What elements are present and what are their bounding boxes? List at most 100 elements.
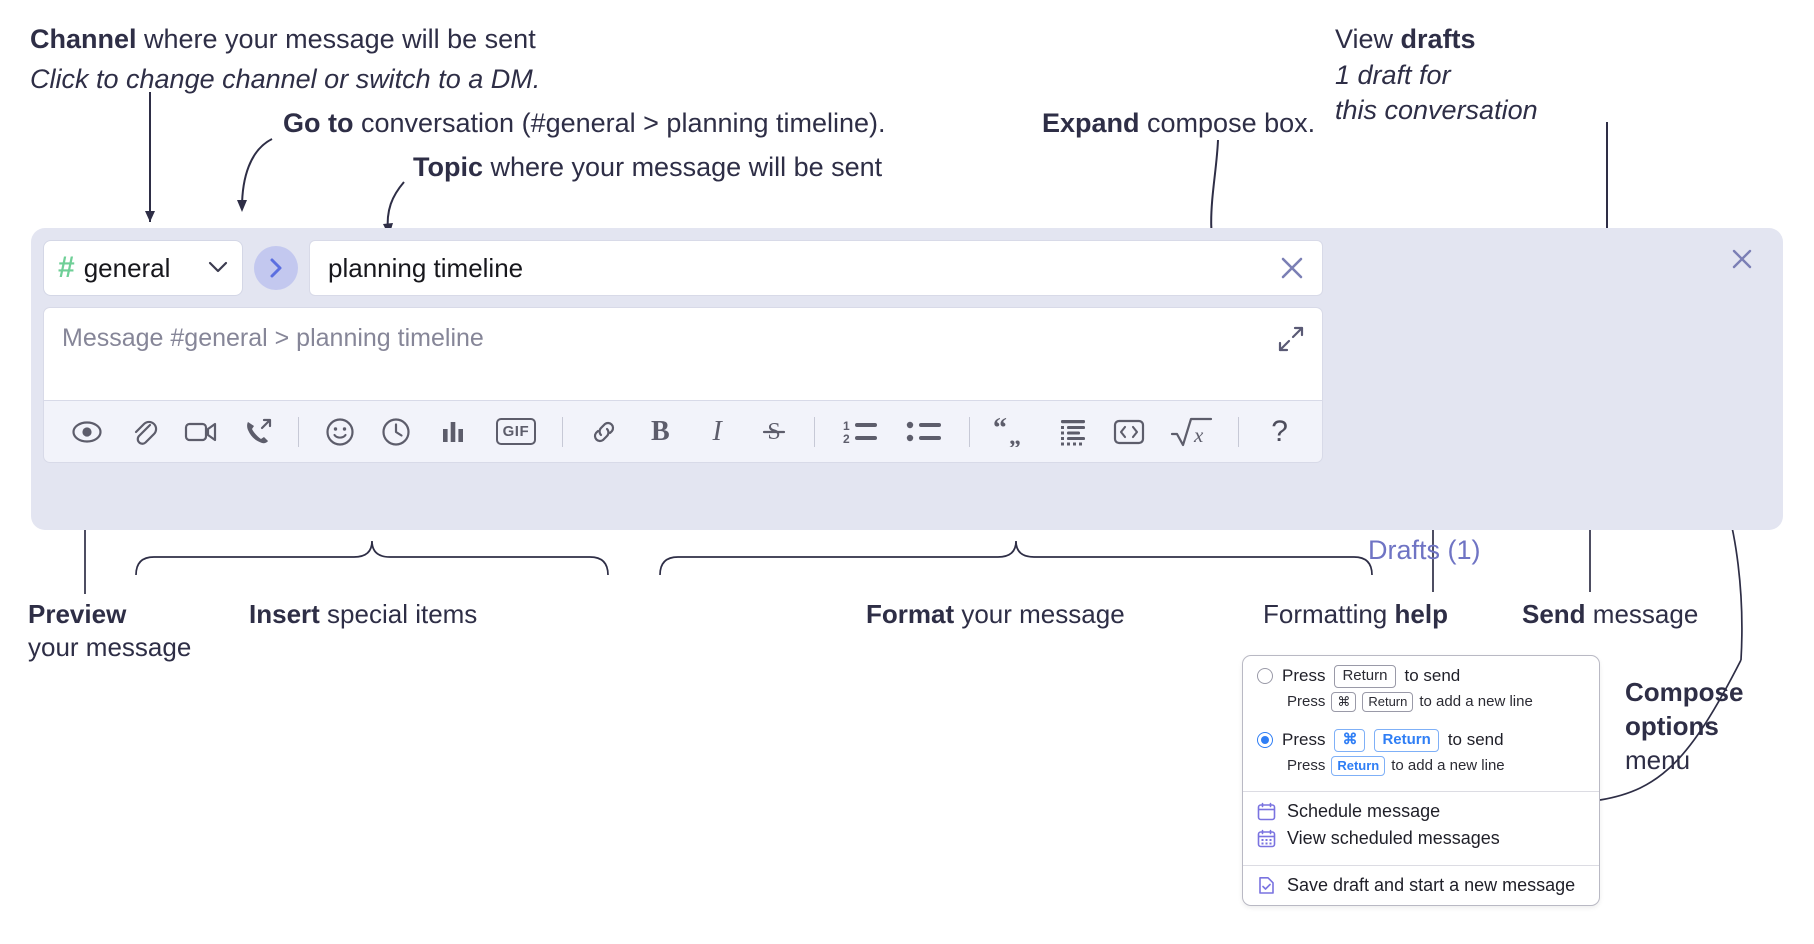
expand-diagonal-icon <box>1278 326 1304 352</box>
annotation-channel-bold: Channel <box>30 24 137 54</box>
compose-panel: # general planning timeline <box>31 228 1783 718</box>
channel-selector[interactable]: # general <box>43 240 243 296</box>
annotation-insert-bold: Insert <box>249 599 320 629</box>
option-cmd-suffix: to send <box>1447 730 1504 750</box>
blockquote-icon[interactable]: “„ <box>988 410 1037 454</box>
annotation-drafts-italic1: 1 draft for <box>1335 59 1451 90</box>
italic-icon[interactable]: I <box>712 415 722 447</box>
close-x-icon <box>1281 257 1303 279</box>
annotation-goto-bold: Go to <box>283 108 354 138</box>
attachment-icon[interactable] <box>123 410 166 454</box>
close-icon[interactable] <box>1725 244 1759 278</box>
annotation-topic-rest: where your message will be sent <box>483 152 883 182</box>
annotation-format-bold: Format <box>866 599 955 629</box>
annotation-expand-rest: compose box. <box>1139 108 1316 138</box>
key-return: Return <box>1334 665 1396 688</box>
key-return-sub: Return <box>1331 755 1386 776</box>
calendar-grid-icon <box>1257 829 1276 848</box>
topic-input[interactable]: planning timeline <box>309 240 1323 296</box>
option-cmd-press: Press <box>1282 730 1326 750</box>
close-x-icon <box>1732 249 1752 269</box>
preview-icon[interactable] <box>66 410 109 454</box>
expand-compose-button[interactable] <box>1274 322 1308 356</box>
channel-name: general <box>83 252 171 283</box>
annotation-help-bold: help <box>1394 599 1448 629</box>
annotation-insert: Insert special items <box>249 598 669 631</box>
option-return-to-send[interactable]: Press Return to send <box>1243 656 1599 690</box>
calendar-clock-icon <box>1257 802 1276 821</box>
topic-value: planning timeline <box>328 252 524 283</box>
poll-icon[interactable] <box>432 410 475 454</box>
menu-divider <box>1243 791 1599 792</box>
menu-item-save-draft[interactable]: Save draft and start a new message <box>1243 866 1599 905</box>
emoji-icon[interactable] <box>318 410 361 454</box>
strikethrough-icon[interactable]: S <box>753 410 796 454</box>
annotation-compose-bold2: options <box>1625 710 1719 741</box>
key-return: Return <box>1374 729 1439 752</box>
annotation-format: Format your message <box>866 598 1286 631</box>
annotation-preview-bold: Preview <box>28 599 127 629</box>
help-question-mark: ? <box>1271 414 1288 448</box>
divider-3 <box>814 416 816 447</box>
radio-return[interactable] <box>1257 668 1273 685</box>
key-command: ⌘ <box>1334 729 1366 752</box>
video-icon[interactable] <box>180 410 223 454</box>
hash-icon: # <box>58 251 75 284</box>
option-return-suffix: to send <box>1404 666 1461 686</box>
chevron-right-icon <box>270 258 282 278</box>
link-icon[interactable] <box>582 410 625 454</box>
menu-item-label: View scheduled messages <box>1287 828 1500 848</box>
option-cmd-sub-suffix: to add a new line <box>1391 757 1505 775</box>
compose-inner: # general planning timeline <box>43 240 1323 463</box>
bold-icon[interactable]: B <box>650 415 670 447</box>
chevron-down-icon <box>208 258 228 279</box>
annotation-compose-bold1: Compose <box>1625 677 1744 707</box>
annotation-send: Send message <box>1522 598 1814 631</box>
annotation-format-rest: your message <box>954 599 1125 629</box>
svg-text:1: 1 <box>843 419 850 433</box>
math-icon[interactable]: x <box>1165 410 1219 454</box>
goto-conversation-button[interactable] <box>254 246 298 290</box>
annotation-insert-rest: special items <box>319 599 478 629</box>
code-block-icon[interactable] <box>1051 410 1094 454</box>
svg-text:“: “ <box>993 417 1007 444</box>
menu-item-view-scheduled[interactable]: View scheduled messages <box>1243 824 1599 858</box>
option-return-sub-press: Press <box>1287 693 1326 711</box>
annotation-send-rest: message <box>1585 599 1699 629</box>
help-icon[interactable]: ? <box>1258 410 1301 454</box>
annotation-topic-bold: Topic <box>413 152 483 182</box>
annotation-channel-italic: Click to change channel or switch to a D… <box>30 63 541 94</box>
menu-item-schedule-message[interactable]: Schedule message <box>1243 792 1599 824</box>
annotation-send-bold: Send <box>1522 599 1586 629</box>
option-return-sub-suffix: to add a new line <box>1419 693 1533 711</box>
save-draft-icon <box>1257 876 1276 895</box>
annotation-drafts-bold: drafts <box>1400 24 1476 54</box>
svg-text:x: x <box>1193 423 1204 447</box>
annotation-drafts: View drafts 1 draft for this conversatio… <box>1335 22 1805 129</box>
annotation-preview-rest: your message <box>28 632 192 663</box>
option-cmd-sub: Press Return to add a new line <box>1243 754 1599 784</box>
message-input[interactable]: Message #general > planning timeline <box>43 307 1323 401</box>
drafts-link[interactable]: Drafts (1) <box>1368 535 1481 565</box>
annotation-compose-options: Compose options menu <box>1625 676 1814 777</box>
menu-item-label: Save draft and start a new message <box>1287 875 1576 895</box>
radio-cmd-return[interactable] <box>1257 732 1273 749</box>
annotation-channel-rest: where your message will be sent <box>136 24 536 54</box>
annotation-help: Formatting help <box>1263 598 1563 631</box>
annotation-help-plain: Formatting <box>1263 599 1395 629</box>
bulleted-list-icon[interactable] <box>899 410 950 454</box>
gif-icon[interactable]: GIF <box>489 410 543 454</box>
audio-call-icon[interactable] <box>236 410 279 454</box>
inline-code-icon[interactable] <box>1108 410 1151 454</box>
clock-icon[interactable] <box>375 410 418 454</box>
annotation-preview: Preview your message <box>28 598 258 665</box>
divider-1 <box>298 416 300 447</box>
svg-text:2: 2 <box>843 432 850 446</box>
option-cmd-return-to-send[interactable]: Press ⌘ Return to send <box>1243 720 1599 754</box>
key-return-sub: Return <box>1362 691 1414 712</box>
clear-topic-icon[interactable] <box>1274 250 1310 286</box>
menu-divider <box>1243 865 1599 866</box>
